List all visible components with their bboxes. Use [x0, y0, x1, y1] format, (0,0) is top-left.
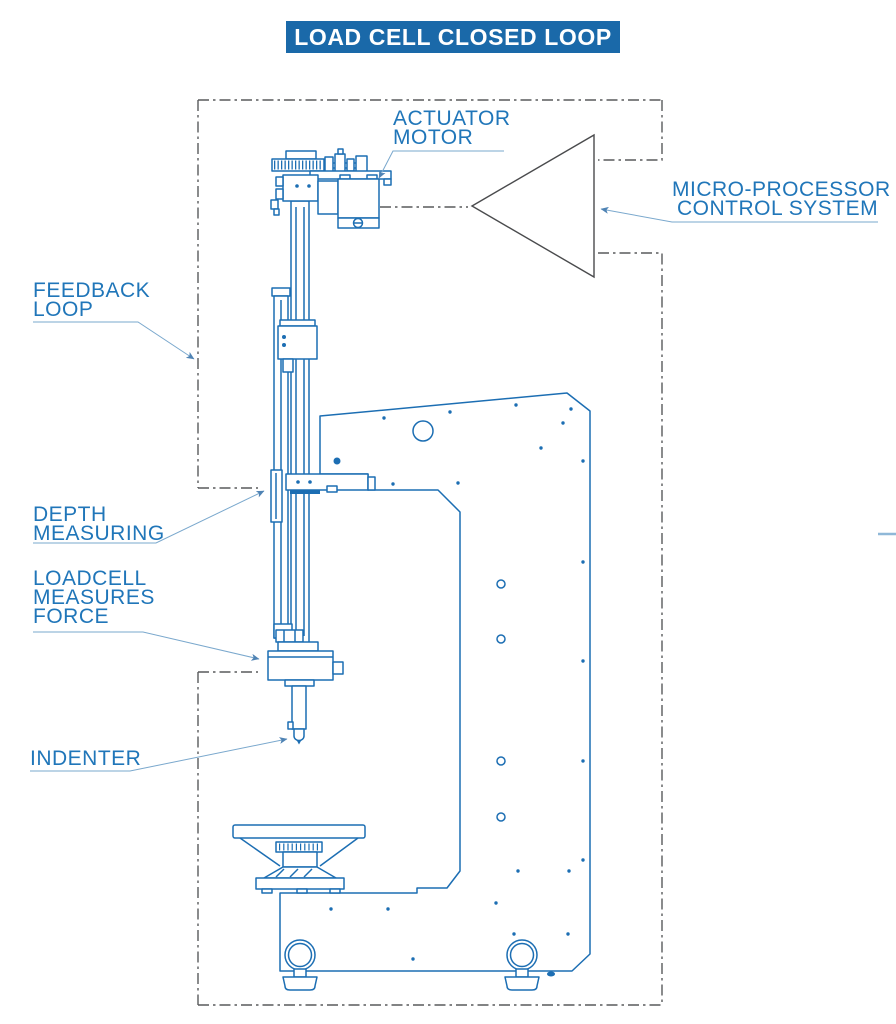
hardness-tester-drawing: [232, 148, 591, 991]
leader-indenter: [30, 737, 288, 772]
loadcell-body: [267, 650, 334, 681]
actuator-motor-body: [337, 178, 380, 219]
title-text: LOAD CELL CLOSED LOOP: [294, 23, 612, 50]
leader-micro-processor: [600, 206, 878, 223]
label-actuator-motor: ACTUATOR MOTOR: [393, 107, 511, 149]
frame-ring-holes: [496, 579, 506, 822]
loop-right-upper-line: [598, 100, 663, 161]
leader-actuator-motor: [378, 150, 504, 179]
machine-feet: [282, 939, 555, 991]
rail-cap: [271, 287, 291, 297]
loop-right-lower-line: [598, 252, 663, 1005]
cross-arm: [285, 473, 376, 494]
feedback-loop-line: [197, 99, 663, 1006]
label-micro-processor: MICRO-PROCESSOR CONTROL SYSTEM: [672, 178, 891, 220]
test-table: [232, 824, 366, 894]
label-depth-measuring: DEPTH MEASURING: [33, 503, 165, 545]
leader-feedback-loop: [33, 321, 195, 360]
gearbox: [282, 174, 319, 202]
title-banner: LOAD CELL CLOSED LOOP: [286, 21, 620, 53]
indenter-tip: [293, 728, 305, 742]
controller-triangle-symbol: [470, 133, 595, 279]
depth-sensor: [270, 469, 283, 523]
label-loadcell-measures-force: LOADCELL MEASURES FORCE: [33, 567, 155, 628]
spindle-column: [271, 200, 310, 644]
frame-large-hole: [412, 420, 434, 442]
label-indenter: INDENTER: [30, 747, 142, 770]
actuator-assembly: [270, 148, 392, 229]
label-leader-lines: [30, 150, 878, 772]
label-feedback-loop: FEEDBACK LOOP: [33, 279, 151, 321]
indenter-shaft: [291, 685, 307, 730]
loadcell-assembly: [267, 629, 344, 745]
frame-small-holes: [329, 403, 585, 961]
leader-depth-measuring: [33, 490, 265, 544]
leader-loadcell: [33, 631, 260, 661]
carriage-block: [277, 319, 318, 373]
